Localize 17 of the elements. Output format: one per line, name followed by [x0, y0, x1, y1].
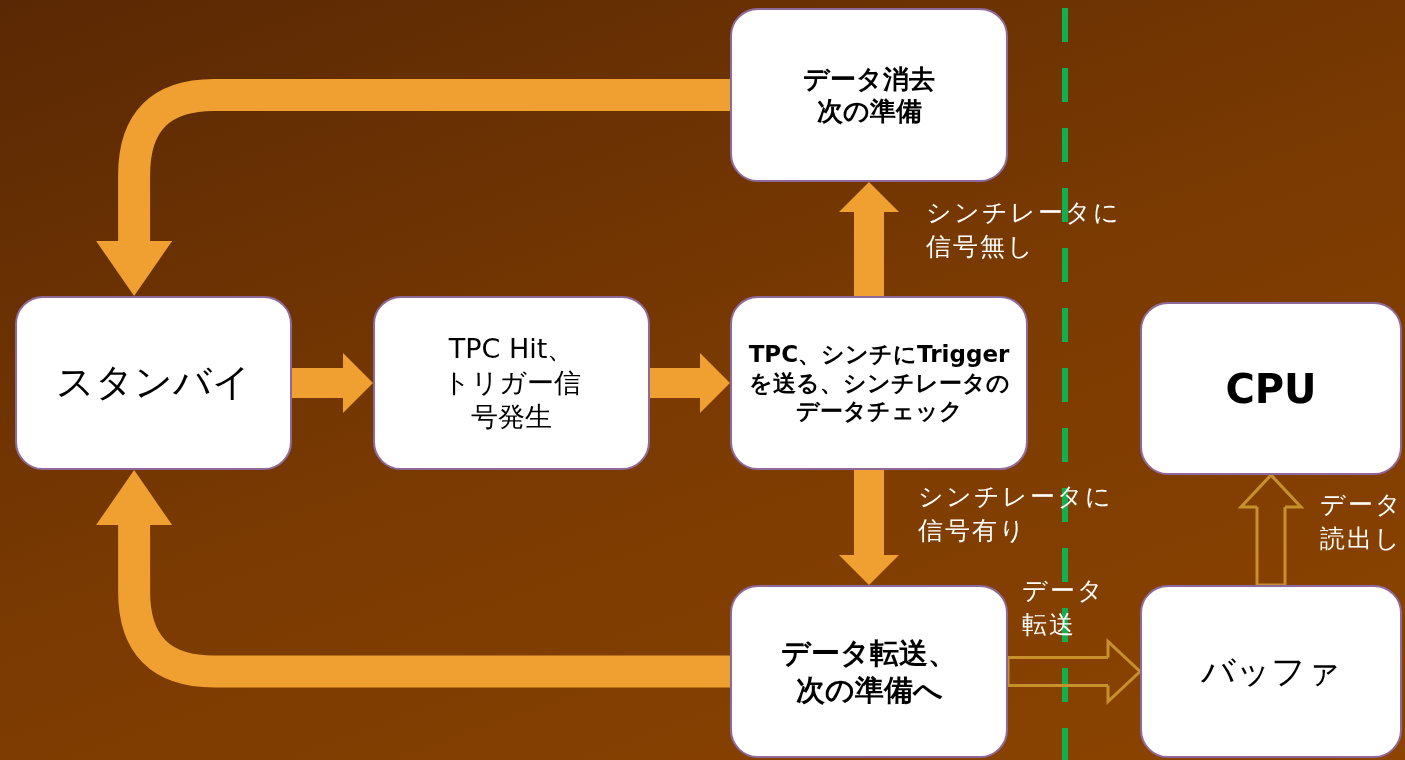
block-arrow	[839, 470, 899, 585]
process-box: TPC、シンチにTriggerを送る、シンチレータのデータチェック	[730, 296, 1028, 470]
block-arrow	[96, 470, 730, 688]
state-box: スタンバイ	[15, 296, 292, 470]
process-box: TPC Hit、トリガー信号発生	[373, 296, 650, 470]
process-box: データ消去次の準備	[730, 8, 1008, 182]
block-arrow	[96, 79, 730, 296]
block-arrow	[292, 353, 373, 413]
cpu-box: CPU	[1140, 302, 1402, 475]
buffer-box: バッファ	[1140, 585, 1402, 758]
edge-label: シンチレータに信号有り	[918, 481, 1114, 547]
process-box: データ転送、次の準備へ	[730, 585, 1008, 758]
edge-label: データ転送	[1022, 575, 1106, 641]
edge-label: データ読出し	[1320, 489, 1404, 555]
edge-label: シンチレータに信号無し	[926, 197, 1122, 263]
block-arrow	[839, 182, 899, 296]
block-arrow	[650, 353, 730, 413]
